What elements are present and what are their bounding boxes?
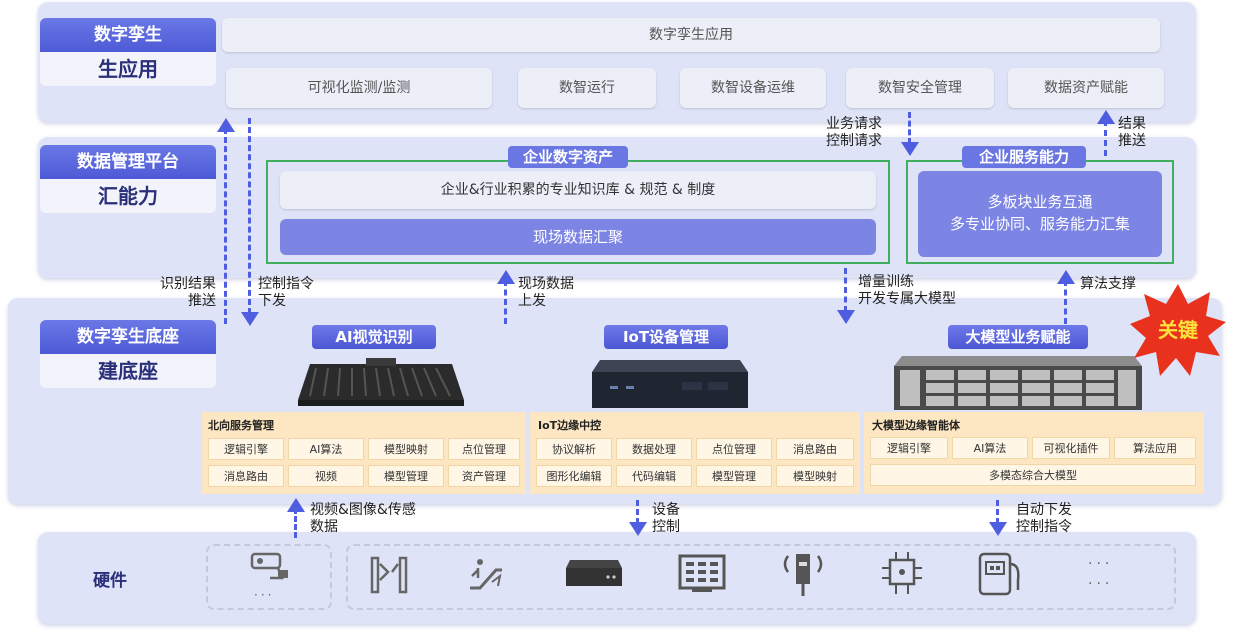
asset-title: 企业数字资产 <box>508 146 628 168</box>
device-title-ai: AI视觉识别 <box>312 325 436 349</box>
camera-icon <box>250 552 288 580</box>
cell-n-5: 消息路由 <box>208 465 284 487</box>
cell-l-wide: 多模态综合大模型 <box>870 464 1196 486</box>
panel-iot-edge-title: IoT边缘中控 <box>538 419 602 432</box>
iot-chip-icon <box>882 552 922 594</box>
note-video-data: 视频&图像&传感 数据 <box>310 502 416 535</box>
arrowhead-down-icon <box>989 522 1007 536</box>
hardware-camera-group <box>206 544 332 610</box>
cell-i-8: 模型映射 <box>776 465 854 487</box>
cell-l-4: 算法应用 <box>1114 437 1196 459</box>
cell-i-4: 消息路由 <box>776 438 854 460</box>
note-algo-support: 算法支撑 <box>1080 276 1136 292</box>
hardware-label: 硬件 <box>93 571 127 591</box>
panel-northbound-title: 北向服务管理 <box>208 419 274 432</box>
camera-more-dots: ··· <box>254 588 275 602</box>
cell-l-2: AI算法 <box>952 437 1028 459</box>
llm-server-icon <box>894 356 1142 410</box>
cell-i-5: 图形化编辑 <box>536 465 612 487</box>
arrow-down-biz <box>908 112 911 144</box>
device-title-llm: 大模型业务赋能 <box>948 325 1088 349</box>
cell-i-3: 点位管理 <box>696 438 772 460</box>
arrowhead-up-icon <box>497 270 515 284</box>
note-recog-push: 识别结果 推送 <box>160 276 216 309</box>
cell-n-4: 点位管理 <box>448 438 520 460</box>
app-module-4: 数智安全管理 <box>846 68 994 108</box>
app-banner: 数字孪生应用 <box>222 18 1160 52</box>
arrow-down-train <box>844 268 847 312</box>
wireless-sensor-icon <box>783 554 823 596</box>
hardware-device-group <box>346 544 1176 610</box>
note-field-data: 现场数据 上发 <box>518 276 574 309</box>
iot-gateway-icon <box>592 360 748 408</box>
cell-n-6: 视频 <box>288 465 364 487</box>
app-module-5: 数据资产赋能 <box>1008 68 1164 108</box>
note-biz-request: 业务请求 控制请求 <box>826 116 882 149</box>
service-line-1: 多板块业务互通 <box>987 193 1093 211</box>
arrowhead-down-icon <box>241 312 259 326</box>
key-badge-label: 关键 <box>1158 318 1198 342</box>
app-module-3: 数智设备运维 <box>680 68 826 108</box>
arrowhead-down-icon <box>837 310 855 324</box>
turnstile-icon <box>370 556 408 594</box>
cell-i-7: 模型管理 <box>696 465 772 487</box>
arrowhead-up-icon <box>1097 110 1115 124</box>
escalator-icon <box>470 559 502 590</box>
arrowhead-up-icon <box>1057 270 1075 284</box>
arrowhead-down-icon <box>629 522 647 536</box>
base-layer-label-bottom: 建底座 <box>40 354 216 388</box>
arrow-up-algo <box>1064 280 1067 324</box>
smart-meter-icon <box>978 552 1020 596</box>
asset-item-field-data: 现场数据汇聚 <box>280 219 876 255</box>
arrow-up-field <box>504 280 507 324</box>
app-layer-label-bottom: 生应用 <box>40 52 216 86</box>
panel-llm-edge-title: 大模型边缘智能体 <box>872 419 960 432</box>
asset-item-knowledge: 企业&行业积累的专业知识库 & 规范 & 制度 <box>280 171 876 209</box>
note-ctrl-cmd: 控制指令 下发 <box>258 276 314 309</box>
cell-i-6: 代码编辑 <box>616 465 692 487</box>
ai-edge-box-icon <box>298 358 464 406</box>
cell-l-1: 逻辑引擎 <box>870 437 948 459</box>
arrow-down-ctrl <box>248 118 251 314</box>
note-result-push: 结果 推送 <box>1118 116 1146 149</box>
data-layer-label-bottom: 汇能力 <box>40 179 216 213</box>
service-title: 企业服务能力 <box>962 146 1086 168</box>
arrowhead-up-icon <box>287 498 305 512</box>
note-train: 增量训练 开发专属大模型 <box>858 274 956 307</box>
device-title-iot: IoT设备管理 <box>604 325 728 349</box>
key-burst-icon <box>1130 284 1226 376</box>
note-auto-ctrl: 自动下发 控制指令 <box>1016 502 1072 535</box>
cell-l-3: 可视化插件 <box>1032 437 1110 459</box>
data-layer-label-top: 数据管理平台 <box>40 145 216 179</box>
app-module-2: 数智运行 <box>518 68 656 108</box>
arrow-up-video <box>294 508 297 538</box>
cell-n-3: 模型映射 <box>368 438 444 460</box>
cell-n-8: 资产管理 <box>448 465 520 487</box>
arrowhead-up-icon <box>217 118 235 132</box>
cell-i-2: 数据处理 <box>616 438 692 460</box>
nvr-box-icon <box>566 560 622 586</box>
note-device-ctrl: 设备 控制 <box>652 502 680 535</box>
app-module-1: 可视化监测/监测 <box>226 68 492 108</box>
arrow-down-device <box>636 500 639 524</box>
cell-n-7: 模型管理 <box>368 465 444 487</box>
cell-n-2: AI算法 <box>288 438 364 460</box>
arrow-up-recog <box>224 128 227 324</box>
base-layer-label-top: 数字孪生底座 <box>40 320 216 354</box>
screen-panel-icon <box>678 554 726 592</box>
arrowhead-down-icon <box>901 142 919 156</box>
more-devices-dots: ······ <box>1088 556 1114 592</box>
app-layer-label-top: 数字孪生 <box>40 18 216 52</box>
cell-n-1: 逻辑引擎 <box>208 438 284 460</box>
cell-i-1: 协议解析 <box>536 438 612 460</box>
service-content: 多板块业务互通 多专业协同、服务能力汇集 <box>918 171 1162 257</box>
service-line-2: 多专业协同、服务能力汇集 <box>949 215 1130 233</box>
arrow-down-auto <box>996 500 999 524</box>
arrow-up-result <box>1104 120 1107 156</box>
